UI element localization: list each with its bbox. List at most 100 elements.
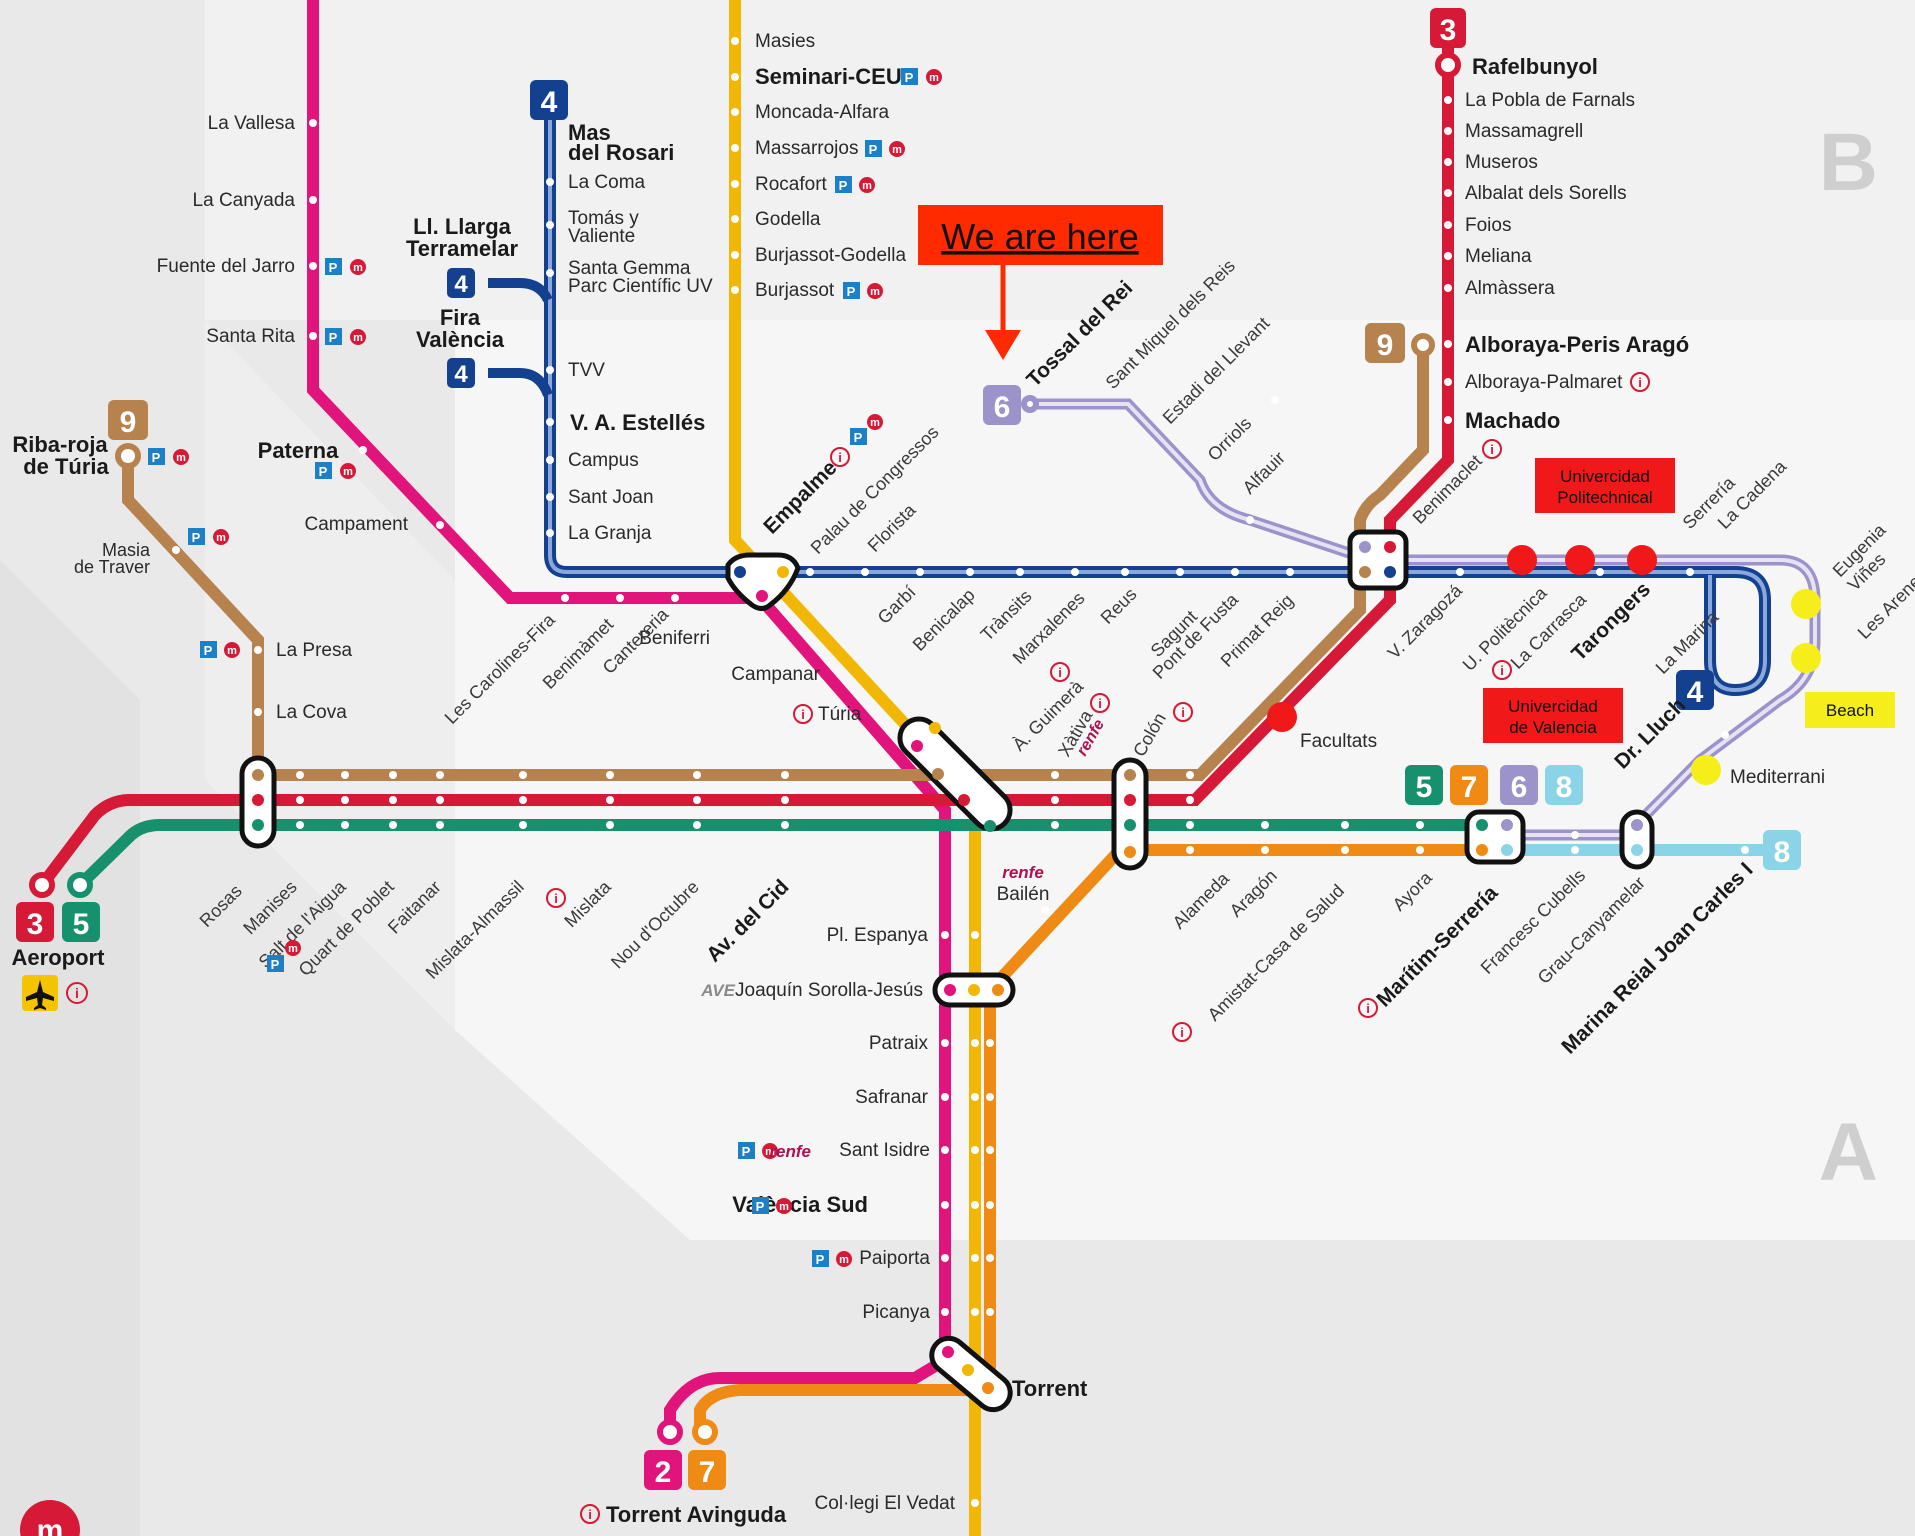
- dot-la-cova: [254, 708, 262, 716]
- interchange-benimaclet[interactable]: [1347, 529, 1409, 591]
- label-la-vallesa[interactable]: La Vallesa: [208, 113, 296, 134]
- interchange-av-cid-angel-guimera[interactable]: [892, 711, 1018, 837]
- label-riba-roja-1[interactable]: Riba-roja: [12, 432, 108, 457]
- label-safranar[interactable]: Safranar: [855, 1087, 929, 1108]
- label-torrent[interactable]: Torrent: [1012, 1376, 1088, 1401]
- label-beniferri[interactable]: Beniferri: [639, 628, 710, 649]
- interchange-maritim-serreria[interactable]: [1464, 809, 1526, 865]
- label-massamagrell[interactable]: Massamagrell: [1465, 121, 1583, 142]
- label-paterna[interactable]: Paterna: [258, 438, 339, 463]
- label-albalat[interactable]: Albalat dels Sorells: [1465, 183, 1627, 204]
- dot-la-cadena: [1686, 568, 1694, 576]
- label-va-estelles[interactable]: V. A. Estellés: [570, 410, 705, 435]
- label-alboraya-palmaret[interactable]: Alboraya-Palmaret: [1465, 372, 1623, 393]
- label-foios[interactable]: Foios: [1465, 215, 1511, 236]
- dot-nou-octubre-5: [693, 821, 701, 829]
- label-santa-gemma-2[interactable]: Parc Científic UV: [568, 276, 713, 297]
- dot-salt-9: [341, 771, 349, 779]
- interchange-grau-canyamelar[interactable]: [1619, 809, 1655, 870]
- label-facultats[interactable]: Facultats: [1300, 731, 1377, 752]
- label-burjassot-godella[interactable]: Burjassot-Godella: [755, 245, 906, 266]
- svg-text:5: 5: [73, 908, 90, 941]
- dot-patraix-2: [941, 1039, 949, 1047]
- label-la-cova[interactable]: La Cova: [276, 702, 347, 723]
- label-la-canyada[interactable]: La Canyada: [193, 190, 296, 211]
- label-fuente-jarro[interactable]: Fuente del Jarro: [157, 256, 295, 277]
- line-4-branch-fira: [488, 368, 553, 397]
- svg-text:m: m: [227, 645, 237, 657]
- label-patraix[interactable]: Patraix: [869, 1033, 929, 1054]
- label-mas-rosari-1[interactable]: Mas: [568, 120, 611, 145]
- label-tomas-2[interactable]: Valiente: [568, 226, 635, 247]
- dot-santa-gemma: [546, 269, 554, 277]
- label-collegi[interactable]: Col·legi El Vedat: [815, 1493, 956, 1514]
- label-santa-rita[interactable]: Santa Rita: [206, 326, 295, 347]
- label-alboraya-peris[interactable]: Alboraya-Peris Aragó: [1465, 332, 1689, 357]
- badge-line-3-airport: 3: [16, 902, 54, 942]
- label-la-granja[interactable]: La Granja: [568, 523, 652, 544]
- label-bailen[interactable]: Bailén: [997, 884, 1050, 905]
- label-pl-espanya[interactable]: Pl. Espanya: [827, 925, 929, 946]
- label-masia-1[interactable]: Masia: [102, 540, 151, 560]
- svg-text:4: 4: [541, 86, 558, 119]
- label-fira-2[interactable]: València: [416, 327, 505, 352]
- label-campament[interactable]: Campament: [305, 514, 409, 535]
- label-sorolla[interactable]: Joaquín Sorolla-Jesús: [735, 980, 923, 1001]
- dot-la-coma: [546, 178, 554, 186]
- line-4-route-inner: [548, 120, 1767, 693]
- label-tvv[interactable]: TVV: [568, 360, 605, 381]
- label-rocafort[interactable]: Rocafort: [755, 174, 828, 195]
- label-machado[interactable]: Machado: [1465, 408, 1560, 433]
- label-massarrojos[interactable]: Massarrojos: [755, 138, 858, 159]
- label-sant-joan[interactable]: Sant Joan: [568, 487, 654, 508]
- label-museros[interactable]: Museros: [1465, 152, 1538, 173]
- label-llarga-1[interactable]: Ll. Llarga: [413, 214, 512, 239]
- dot-la-vallesa: [309, 119, 317, 127]
- label-almassera[interactable]: Almàssera: [1465, 278, 1555, 299]
- label-sant-isidre[interactable]: Sant Isidre: [839, 1140, 930, 1161]
- label-mediterrani[interactable]: Mediterrani: [1730, 767, 1825, 788]
- label-rafelbunyol[interactable]: Rafelbunyol: [1472, 54, 1598, 79]
- label-meliana[interactable]: Meliana: [1465, 246, 1532, 267]
- label-riba-roja-2[interactable]: de Túria: [23, 454, 109, 479]
- label-aeroport[interactable]: Aeroport: [12, 945, 106, 970]
- label-burjassot[interactable]: Burjassot: [755, 280, 835, 301]
- label-picanya[interactable]: Picanya: [862, 1302, 930, 1323]
- badge-line-4-top: 4: [530, 80, 568, 120]
- interchange-torrent[interactable]: [925, 1331, 1017, 1416]
- label-masia-2[interactable]: de Traver: [74, 557, 150, 577]
- dot-mislata-5: [606, 821, 614, 829]
- svg-text:i: i: [588, 1507, 592, 1522]
- dot-santa-rita: [309, 332, 317, 340]
- label-la-coma[interactable]: La Coma: [568, 172, 646, 193]
- label-seminari[interactable]: Seminari-CEU: [755, 64, 902, 89]
- label-campanar[interactable]: Campanar: [731, 664, 820, 685]
- svg-text:i: i: [1366, 1001, 1370, 1016]
- label-la-presa[interactable]: La Presa: [276, 640, 352, 661]
- label-tomas-1[interactable]: Tomás y: [568, 208, 639, 229]
- label-turia[interactable]: Túria: [818, 704, 862, 725]
- label-moncada[interactable]: Moncada-Alfara: [755, 102, 890, 123]
- zone-outer-band: [0, 560, 140, 1536]
- dot-francesc-6: [1571, 831, 1579, 839]
- poi-yellow-marker: [1791, 589, 1821, 619]
- label-llarga-2[interactable]: Terramelar: [406, 236, 519, 261]
- label-campus[interactable]: Campus: [568, 450, 639, 471]
- label-paiporta[interactable]: Paiporta: [859, 1248, 930, 1269]
- interchange-rosas[interactable]: [239, 755, 277, 849]
- label-santa-gemma-1[interactable]: Santa Gemma: [568, 258, 691, 279]
- label-masies[interactable]: Masies: [755, 31, 815, 52]
- label-pobla[interactable]: La Pobla de Farnals: [1465, 90, 1635, 111]
- label-torrent-avinguda[interactable]: Torrent Avinguda: [606, 1502, 787, 1527]
- dot-aragon: [1261, 846, 1269, 854]
- interchange-xativa-colon[interactable]: [1111, 757, 1149, 871]
- metro-icon: m: [889, 141, 905, 157]
- label-fira-1[interactable]: Fira: [440, 305, 481, 330]
- label-godella[interactable]: Godella: [755, 209, 821, 230]
- label-mas-rosari-2[interactable]: del Rosari: [568, 140, 674, 165]
- dot-manises-5: [296, 821, 304, 829]
- svg-text:7: 7: [699, 1456, 716, 1489]
- interchange-sorolla[interactable]: [932, 972, 1016, 1008]
- dot-pont-fusta: [1231, 568, 1239, 576]
- interchange-empalme[interactable]: [725, 552, 801, 611]
